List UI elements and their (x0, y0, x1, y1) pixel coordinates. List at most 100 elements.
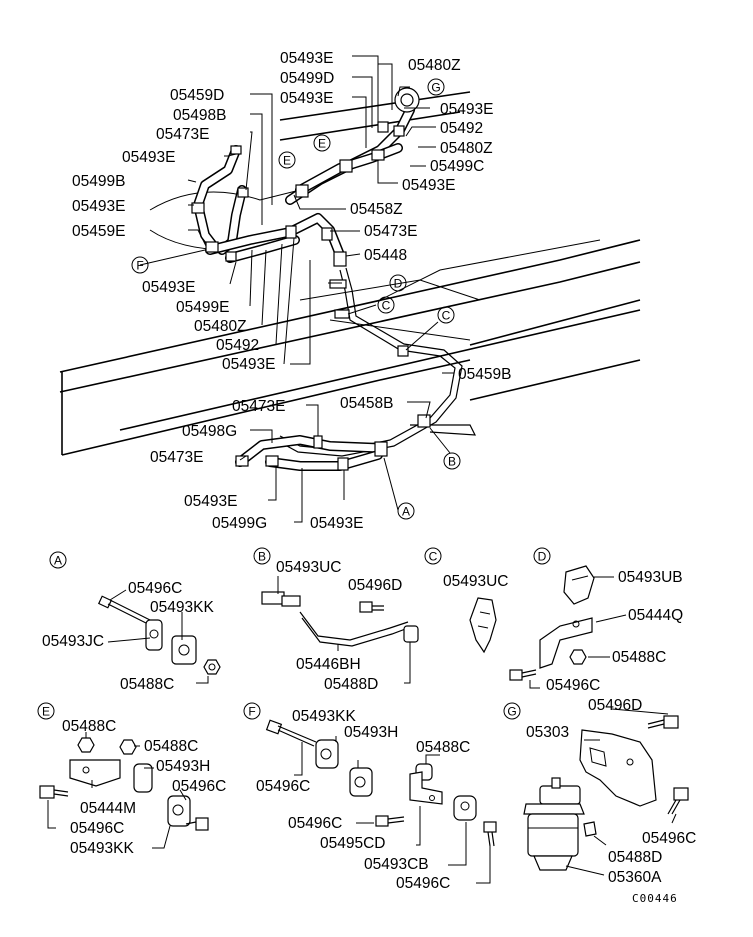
label-05459D: 05459D (170, 87, 224, 104)
label-05493E: 05493E (280, 50, 333, 67)
nut-icon (403, 625, 419, 643)
detail-c: C 05493UC (424, 547, 509, 654)
fuel-filter-icon (539, 785, 581, 805)
clip-icon (563, 565, 595, 605)
label-05473E: 05473E (156, 126, 209, 143)
clamp-icon (453, 795, 477, 821)
clamp-icon (145, 619, 163, 651)
bolt-icon (195, 817, 209, 831)
label-05495CD: 05495CD (320, 835, 386, 852)
svg-text:G: G (431, 81, 440, 95)
svg-text:C: C (429, 550, 438, 564)
label-05473E: 05473E (364, 223, 417, 240)
label-05446BH: 05446BH (296, 656, 361, 673)
leader-lines (139, 55, 454, 523)
detail-e-marker: E (37, 702, 55, 720)
callout-e: E (313, 134, 331, 152)
svg-text:C: C (382, 299, 391, 313)
label-05496C: 05496C (128, 580, 182, 597)
label-05444Q: 05444Q (628, 607, 683, 624)
svg-text:D: D (538, 550, 547, 564)
label-05498B: 05498B (173, 107, 226, 124)
bolt-icon (375, 815, 389, 827)
label-05493KK: 05493KK (292, 708, 356, 725)
label-05488C: 05488C (612, 649, 666, 666)
hose-clamps (191, 87, 431, 471)
clamp-icon (167, 795, 191, 827)
callout-d: D (389, 274, 407, 292)
label-05496D: 05496D (588, 697, 642, 714)
label-05493E: 05493E (402, 177, 455, 194)
nut-icon (77, 737, 95, 753)
label-05493E: 05493E (72, 198, 125, 215)
label-05499B: 05499B (72, 173, 125, 190)
bolt-icon (97, 595, 113, 609)
svg-text:E: E (318, 137, 326, 151)
svg-text:E: E (283, 154, 291, 168)
detail-g-marker: G (503, 702, 521, 720)
label-05303: 05303 (526, 724, 569, 741)
label-05488C: 05488C (144, 738, 198, 755)
label-05493H: 05493H (156, 758, 210, 775)
clamp-icon (349, 767, 373, 797)
svg-text:D: D (394, 277, 403, 291)
label-05496C: 05496C (70, 820, 124, 837)
svg-text:F: F (248, 705, 255, 719)
label-05499E: 05499E (176, 299, 229, 316)
washer-icon (583, 821, 597, 837)
nut-icon (569, 649, 587, 665)
svg-text:E: E (42, 705, 50, 719)
svg-text:B: B (448, 455, 456, 469)
main-assembly-labels: 05493E 05480Z 05499D 05493E 05459D 05493… (72, 50, 511, 532)
label-05488C: 05488C (120, 676, 174, 693)
label-05492: 05492 (216, 337, 259, 354)
label-05493E: 05493E (222, 356, 275, 373)
clamp-icon (315, 739, 339, 769)
label-05492: 05492 (440, 120, 483, 137)
callout-e: E (278, 151, 296, 169)
bolt-icon (483, 821, 497, 833)
clip-icon (469, 597, 497, 654)
label-05496C: 05496C (288, 815, 342, 832)
callout-g: G (427, 78, 445, 96)
label-05493E: 05493E (280, 90, 333, 107)
detail-c-marker: C (424, 547, 442, 565)
label-05499D: 05499D (280, 70, 334, 87)
svg-text:A: A (54, 554, 62, 568)
callout-c: C (437, 306, 455, 324)
label-05458Z: 05458Z (350, 201, 403, 218)
svg-text:G: G (507, 705, 516, 719)
callout-markers: G E E F D C C B A (131, 78, 461, 520)
nut-icon (203, 659, 221, 675)
bolt-icon (673, 787, 689, 801)
detail-f-marker: F (243, 702, 261, 720)
label-05493E: 05493E (184, 493, 237, 510)
label-05488D: 05488D (324, 676, 378, 693)
label-05493KK: 05493KK (150, 599, 214, 616)
label-05458B: 05458B (340, 395, 393, 412)
label-05496C: 05496C (396, 875, 450, 892)
label-05459B: 05459B (458, 366, 511, 383)
label-05444M: 05444M (80, 800, 136, 817)
callout-c: C (377, 296, 395, 314)
label-05493E: 05493E (142, 279, 195, 296)
fuel-line-long (275, 267, 463, 457)
label-05488C: 05488C (416, 739, 470, 756)
label-05496C: 05496C (256, 778, 310, 795)
svg-text:F: F (136, 259, 143, 273)
callout-a: A (397, 502, 415, 520)
label-05496C: 05496C (172, 778, 226, 795)
detail-a-marker: A (49, 551, 67, 569)
detail-d-marker: D (533, 547, 551, 565)
figure-code: C00446 (632, 892, 678, 905)
label-05493E: 05493E (122, 149, 175, 166)
label-05493UC: 05493UC (276, 559, 342, 576)
label-05459E: 05459E (72, 223, 125, 240)
callout-f: F (131, 256, 149, 274)
detail-b-marker: B (253, 547, 271, 565)
label-05496C: 05496C (642, 830, 696, 847)
label-05493KK: 05493KK (70, 840, 134, 857)
clamp-icon (171, 635, 197, 665)
callout-b: B (443, 452, 461, 470)
detail-f: F 05493KK 05493H 05496C (243, 702, 398, 797)
